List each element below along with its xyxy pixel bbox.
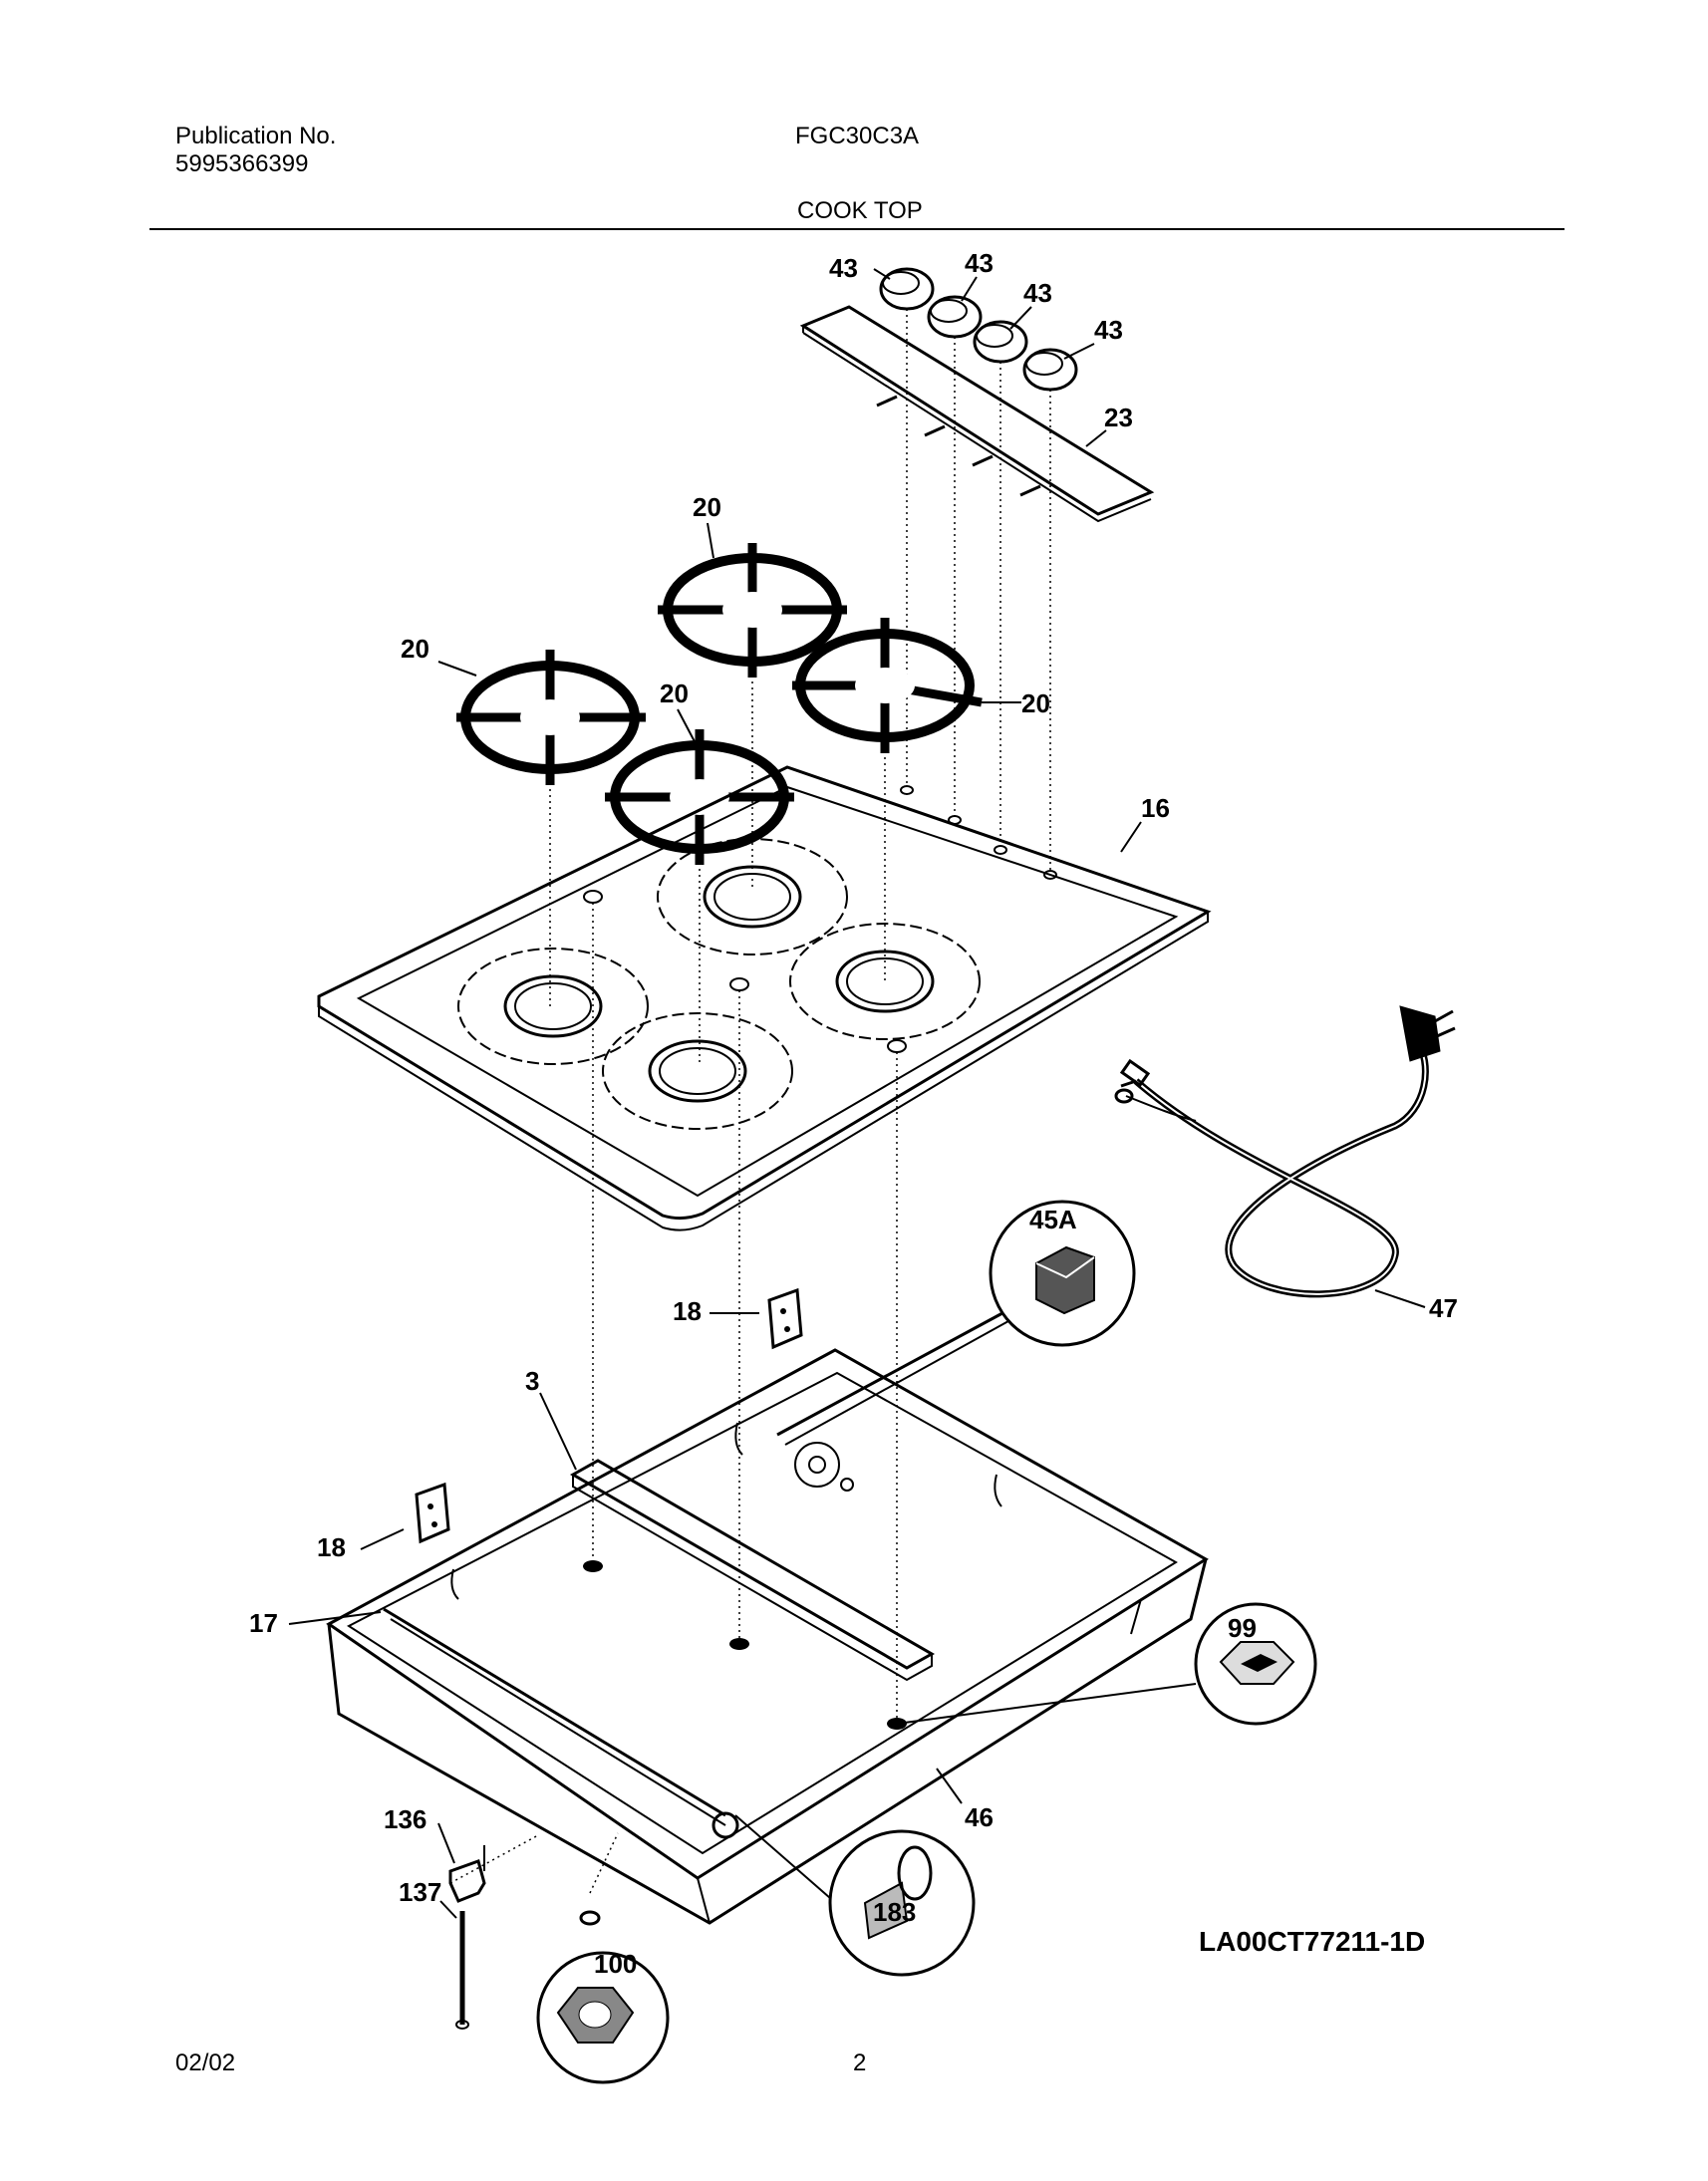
section-title: COOK TOP (797, 197, 923, 224)
callout-cooktop: 16 (1141, 793, 1170, 823)
publication-number: 5995366399 (175, 150, 309, 177)
callout-control-panel: 23 (1104, 403, 1133, 432)
callout-power-cord: 47 (1429, 1293, 1458, 1323)
terminal-block-inset (776, 1200, 1136, 1446)
callout-bolt: 183 (873, 1897, 916, 1927)
power-cord (1114, 1005, 1456, 1298)
callout-screw: 137 (399, 1877, 441, 1907)
callout-knob-4: 43 (1094, 315, 1123, 345)
callout-grommet: 99 (1228, 1613, 1257, 1643)
callout-bracket-center: 18 (673, 1296, 702, 1326)
bolt-inset (734, 1814, 976, 1977)
control-knob-1 (879, 267, 935, 311)
callout-knob-3: 43 (1023, 278, 1052, 308)
footer-page: 2 (853, 2049, 867, 2076)
nut-inset (536, 1832, 670, 2084)
callout-grate-right: 20 (1021, 688, 1050, 718)
clip-bracket (448, 1834, 539, 1903)
callout-bracket-left: 18 (317, 1532, 346, 1562)
frame-bar (383, 1598, 1142, 1839)
mounting-screw (455, 1911, 469, 2030)
knob-shaft-guides (906, 309, 1051, 872)
callout-grate-top: 20 (693, 492, 721, 522)
mounting-guides (592, 903, 898, 1724)
bracket-left (415, 1482, 450, 1544)
burner-box (326, 1348, 1209, 1925)
support-rail (569, 1459, 936, 1682)
callout-support-rail: 3 (525, 1366, 539, 1396)
bracket-center (767, 1287, 803, 1350)
callout-knob-1: 43 (829, 253, 858, 283)
leader-lines (288, 268, 1426, 1919)
grommet-inset (896, 1602, 1317, 1726)
model-number: FGC30C3A (795, 123, 920, 149)
grate-guides (549, 670, 886, 1066)
callout-grate-left: 20 (401, 634, 429, 664)
control-knob-2 (927, 295, 983, 339)
burner-grate-top (658, 543, 847, 678)
burner-grate-right (792, 618, 983, 753)
callout-frame: 17 (249, 1608, 278, 1638)
publication-label: Publication No. (175, 123, 337, 149)
callout-terminal-block: 45A (1029, 1205, 1077, 1234)
callout-burner-box: 46 (965, 1802, 994, 1832)
footer-date: 02/02 (175, 2049, 236, 2076)
callout-nut: 100 (594, 1949, 637, 1979)
burner-grate-left (456, 650, 646, 785)
drawing-id: LA00CT77211-1D (1199, 1926, 1425, 1957)
cooktop-panel (317, 765, 1212, 1231)
callout-grate-center: 20 (660, 679, 689, 708)
control-knob-3 (973, 320, 1028, 364)
callout-knob-2: 43 (965, 248, 994, 278)
header-divider (149, 228, 1565, 230)
callout-clip: 136 (384, 1804, 427, 1834)
